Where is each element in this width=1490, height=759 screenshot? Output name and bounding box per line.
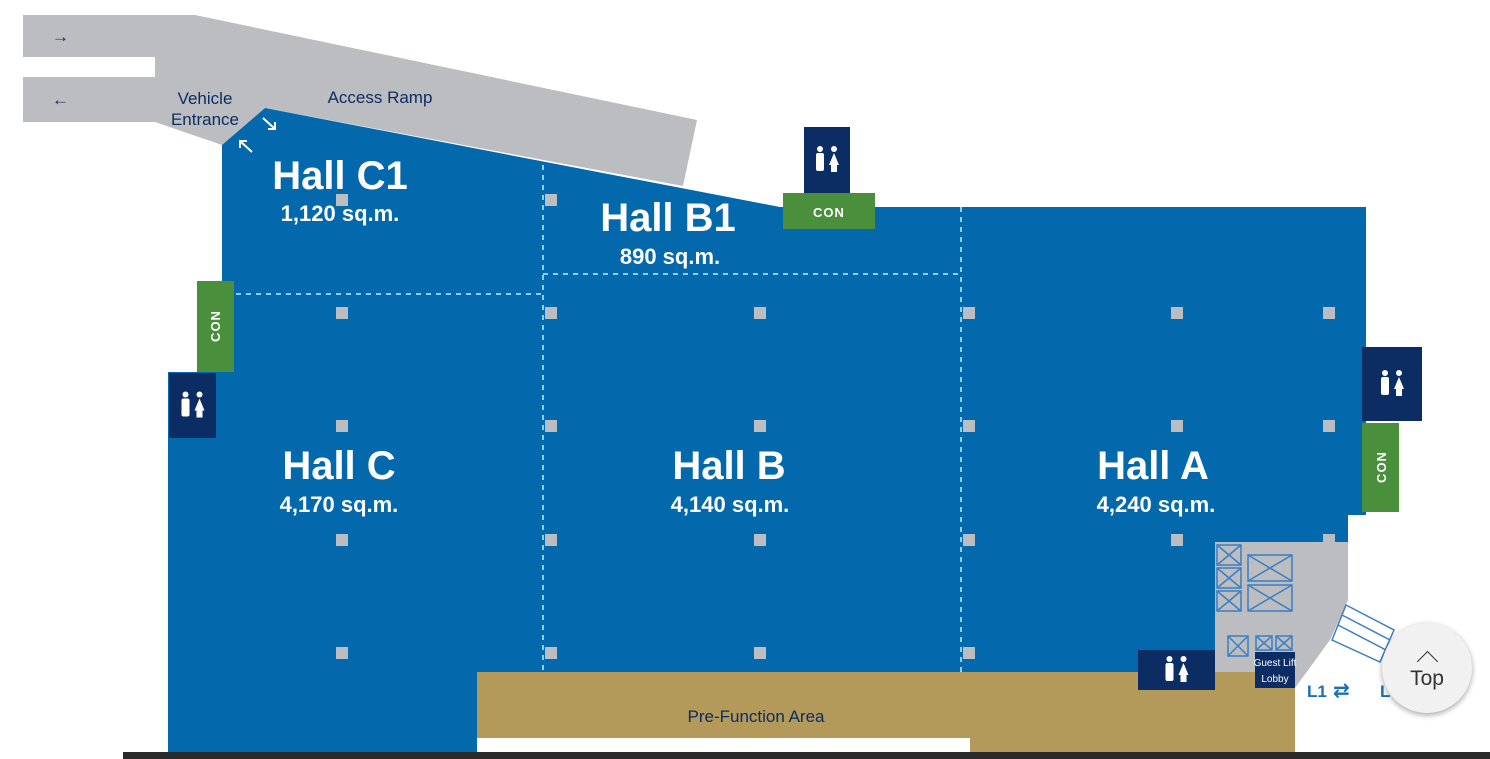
exhibition-halls[interactable]: [168, 108, 1366, 759]
hall-c-area: 4,170 sq.m.: [280, 492, 399, 517]
column: [754, 307, 766, 319]
top-label: Top: [1410, 666, 1444, 690]
hall-c1-name: Hall C1: [272, 154, 408, 198]
con-label: CON: [1374, 451, 1389, 483]
column: [1171, 420, 1183, 432]
level-to[interactable]: L: [1380, 682, 1390, 701]
restroom-icon: [181, 391, 205, 418]
con-label: CON: [813, 205, 845, 220]
hall-c-name: Hall C: [282, 444, 395, 488]
partition-lines: [236, 165, 962, 672]
pre-function-gap: [477, 738, 970, 752]
con-label: CON: [208, 310, 223, 342]
column: [1323, 420, 1335, 432]
restroom[interactable]: [1138, 650, 1215, 690]
column: [545, 647, 557, 659]
guest-lift-label: Guest Lift: [1254, 658, 1297, 669]
elevator-icons: [1216, 544, 1293, 657]
restroom[interactable]: [1362, 347, 1422, 421]
arrow-in-icon: →: [52, 27, 69, 46]
column: [754, 647, 766, 659]
back-to-top-button[interactable]: Top: [1382, 623, 1472, 713]
restroom-icon: [1381, 370, 1404, 396]
concession-right[interactable]: [1362, 423, 1399, 512]
restroom-icon: [1165, 656, 1189, 682]
guest-lift-lobby[interactable]: [1255, 652, 1295, 688]
hall-b-area: 4,140 sq.m.: [671, 492, 790, 517]
column: [963, 647, 975, 659]
columns: [336, 194, 1335, 659]
vehicle-entrance-label-2: Entrance: [171, 110, 239, 129]
hall-b1-area: 890 sq.m.: [620, 244, 720, 269]
column: [545, 307, 557, 319]
column: [1171, 534, 1183, 546]
hall-c1-area: 1,120 sq.m.: [281, 201, 400, 226]
guest-lift-label-2: Lobby: [1261, 674, 1288, 685]
vehicle-entrance-label: Vehicle: [178, 89, 233, 108]
access-ramp-label: Access Ramp: [328, 88, 433, 107]
column: [1323, 307, 1335, 319]
column: [754, 420, 766, 432]
column: [754, 534, 766, 546]
column: [545, 420, 557, 432]
entrance-arrows-icon: [239, 117, 276, 153]
column: [963, 420, 975, 432]
column: [336, 307, 348, 319]
bottom-bar: [123, 752, 1490, 759]
arrow-out-icon: ←: [52, 90, 69, 109]
escalator-icon: [1331, 603, 1395, 663]
access-ramp: [23, 15, 697, 186]
column: [545, 194, 557, 206]
column: [336, 420, 348, 432]
restroom-icon: [816, 146, 839, 172]
column: [1171, 307, 1183, 319]
hall-a-name: Hall A: [1097, 444, 1209, 488]
column: [336, 534, 348, 546]
column: [336, 647, 348, 659]
hall-a-area: 4,240 sq.m.: [1097, 492, 1216, 517]
column: [545, 534, 557, 546]
concession-left[interactable]: [197, 281, 234, 372]
column: [963, 534, 975, 546]
hall-b-name: Hall B: [672, 444, 785, 488]
concession-top[interactable]: [783, 193, 875, 229]
pre-function-label: Pre-Function Area: [687, 707, 825, 726]
swap-arrows-icon: ⇄: [1333, 678, 1350, 702]
restroom[interactable]: [169, 373, 216, 438]
column: [336, 194, 348, 206]
restroom[interactable]: [804, 127, 850, 193]
hall-b1-name: Hall B1: [600, 196, 736, 240]
level-from: L1: [1307, 682, 1327, 701]
column: [963, 307, 975, 319]
